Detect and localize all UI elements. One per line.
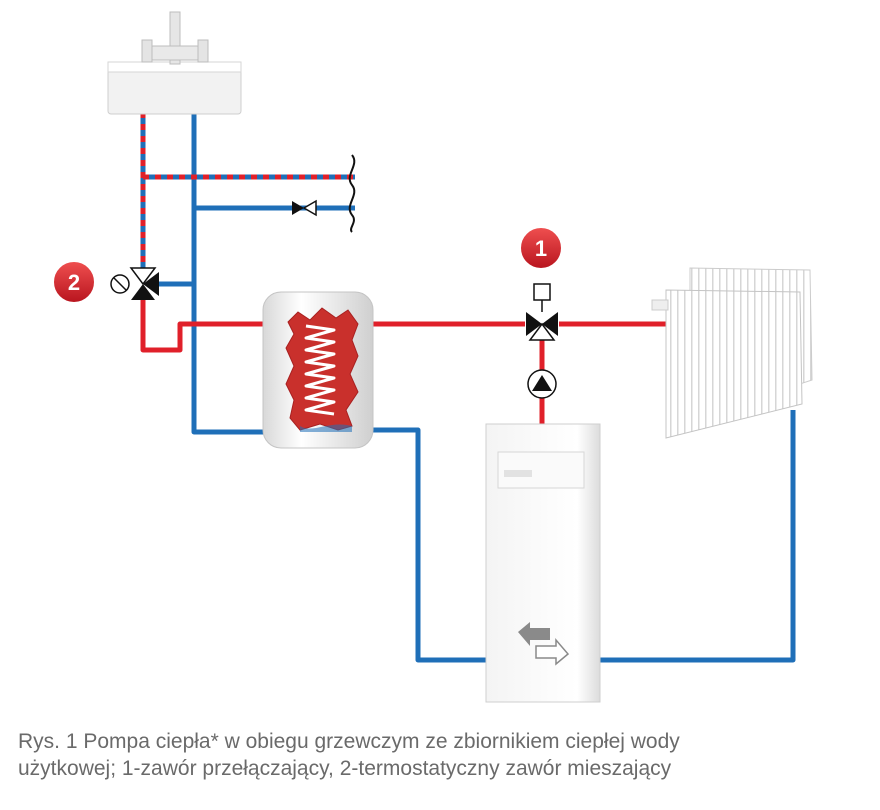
mixed-pipes (140, 112, 355, 268)
sink (107, 11, 242, 115)
cold-pipes (152, 112, 796, 663)
hot-water-tank (262, 291, 374, 449)
heating-circuit-diagram: 2 1 (52, 11, 813, 703)
switching-valve-icon (526, 283, 558, 341)
heat-pump-unit (485, 423, 601, 703)
badge-2: 2 (52, 260, 96, 304)
radiator (651, 267, 813, 439)
caption-line-1: Rys. 1 Pompa ciepła* w obiegu grzewczym … (18, 730, 680, 753)
figure-caption: Rys. 1 Pompa ciepła* w obiegu grzewczym … (18, 728, 866, 782)
badge-2-label: 2 (68, 270, 80, 295)
circulation-pump-icon (527, 369, 557, 399)
thermostatic-mixing-valve-icon (110, 267, 159, 300)
caption-line-2: użytkowej; 1-zawór przełączający, 2-term… (18, 757, 672, 780)
hot-pipes (140, 300, 668, 425)
heat-exchange-arrows-icon (518, 622, 570, 666)
shutoff-valve-icon (292, 199, 317, 217)
pipe-break-symbol (348, 154, 356, 233)
badge-1-label: 1 (535, 236, 547, 261)
badge-1: 1 (519, 226, 563, 270)
